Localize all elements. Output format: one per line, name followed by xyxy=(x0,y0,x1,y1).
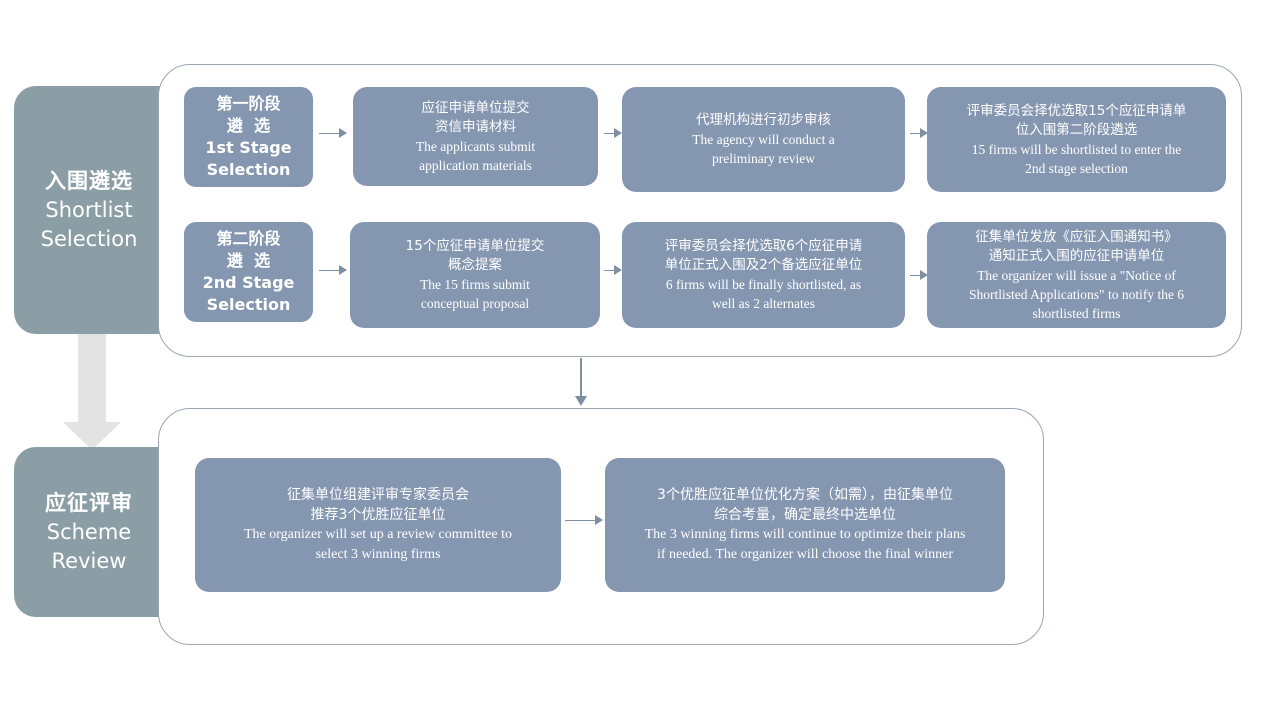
phase-title-en-line1: Shortlist xyxy=(45,197,133,222)
stage-label-1st: 第一阶段 遴 选 1st Stage Selection xyxy=(184,87,313,187)
step-shortlist-15: 评审委员会择优选取15个应征申请单 位入围第二阶段遴选 15 firms wil… xyxy=(927,87,1226,192)
stage-en-line1: 1st Stage xyxy=(205,138,292,157)
phase-transition-arrow xyxy=(63,326,121,450)
step-zh-line: 3个优胜应征单位优化方案（如需），由征集单位 xyxy=(657,487,953,503)
step-zh-line: 15个应征申请单位提交 xyxy=(405,238,545,254)
step-en-line: The organizer will set up a review commi… xyxy=(244,527,512,542)
phase-transition-arrow-head xyxy=(63,422,121,450)
flow-arrow xyxy=(565,515,603,526)
step-zh-line: 位入围第二阶段遴选 xyxy=(1015,121,1138,138)
step-en-line: The 3 winning firms will continue to opt… xyxy=(644,527,966,542)
step-review-committee: 征集单位组建评审专家委员会 推荐3个优胜应征单位 The organizer w… xyxy=(195,458,561,592)
step-en-line: preliminary review xyxy=(711,151,816,166)
phase-title-zh: 应征评审 xyxy=(45,490,133,515)
stage-zh-line2: 遴 选 xyxy=(226,251,271,270)
phase-title-en-line2: Selection xyxy=(40,226,138,251)
step-zh-line: 单位正式入围及2个备选应征单位 xyxy=(664,257,863,273)
step-en-line: The 15 firms submit xyxy=(420,277,530,292)
step-en-line: The applicants submit xyxy=(415,138,536,154)
stage-en-line1: 2nd Stage xyxy=(202,273,295,292)
step-en-line: conceptual proposal xyxy=(420,296,530,311)
stage-zh-line2: 遴 选 xyxy=(226,116,271,135)
step-en-line: The agency will conduct a xyxy=(692,132,835,147)
step-shortlist-6: 评审委员会择优选取6个应征申请 单位正式入围及2个备选应征单位 6 firms … xyxy=(622,222,905,328)
stage-en-line2: Selection xyxy=(206,295,291,314)
step-en-line: select 3 winning firms xyxy=(315,546,441,562)
step-en-line: Shortlisted Applications" to notify the … xyxy=(968,286,1185,302)
step-zh-line: 评审委员会择优选取15个应征申请单 xyxy=(966,102,1187,119)
flow-arrow-down xyxy=(575,358,587,406)
step-final-winner: 3个优胜应征单位优化方案（如需），由征集单位 综合考量，确定最终中选单位 The… xyxy=(605,458,1005,592)
phase-transition-arrow-shaft xyxy=(78,326,106,422)
stage-en-line2: Selection xyxy=(206,160,291,179)
step-submit-materials: 应征申请单位提交 资信申请材料 The applicants submit ap… xyxy=(353,87,598,186)
step-zh-line: 评审委员会择优选取6个应征申请 xyxy=(664,238,863,254)
phase-tab-review: 应征评审 Scheme Review xyxy=(14,447,164,617)
step-zh-line: 通知正式入围的应征申请单位 xyxy=(988,247,1165,264)
step-en-line: 2nd stage selection xyxy=(1025,160,1128,176)
step-en-line: application materials xyxy=(419,157,532,173)
step-en-line: if needed. The organizer will choose the… xyxy=(656,546,954,562)
step-zh-line: 推荐3个优胜应征单位 xyxy=(310,506,446,523)
flow-arrow xyxy=(910,270,928,281)
flow-arrow xyxy=(319,265,347,276)
stage-label-2nd: 第二阶段 遴 选 2nd Stage Selection xyxy=(184,222,313,322)
step-en-line: shortlisted firms xyxy=(1032,305,1121,321)
step-en-line: 6 firms will be finally shortlisted, as xyxy=(665,277,862,292)
step-zh-line: 代理机构进行初步审核 xyxy=(696,112,831,128)
flow-arrow xyxy=(604,128,622,139)
step-zh-line: 综合考量，确定最终中选单位 xyxy=(714,506,896,523)
phase-title-zh: 入围遴选 xyxy=(45,168,133,193)
step-zh-line: 概念提案 xyxy=(448,257,502,273)
flow-arrow xyxy=(604,265,622,276)
step-zh-line: 征集单位组建评审专家委员会 xyxy=(287,487,469,503)
phase-title-en-line1: Scheme xyxy=(46,519,132,544)
step-en-line: The organizer will issue a "Notice of xyxy=(977,267,1176,283)
step-zh-line: 资信申请材料 xyxy=(435,118,516,135)
step-en-line: well as 2 alternates xyxy=(711,296,816,311)
step-en-line: 15 firms will be shortlisted to enter th… xyxy=(971,141,1182,157)
step-zh-line: 征集单位发放《应征入围通知书》 xyxy=(975,228,1178,245)
stage-zh-line1: 第一阶段 xyxy=(216,94,281,113)
step-issue-notice: 征集单位发放《应征入围通知书》 通知正式入围的应征申请单位 The organi… xyxy=(927,222,1226,328)
flow-arrow xyxy=(319,128,347,139)
flow-arrow xyxy=(910,128,928,139)
phase-title-en-line2: Review xyxy=(51,548,127,573)
step-zh-line: 应征申请单位提交 xyxy=(421,99,530,116)
step-concept-proposal: 15个应征申请单位提交 概念提案 The 15 firms submit con… xyxy=(350,222,600,328)
stage-zh-line1: 第二阶段 xyxy=(216,229,281,248)
step-preliminary-review: 代理机构进行初步审核 The agency will conduct a pre… xyxy=(622,87,905,192)
phase-tab-shortlist: 入围遴选 Shortlist Selection xyxy=(14,86,164,334)
